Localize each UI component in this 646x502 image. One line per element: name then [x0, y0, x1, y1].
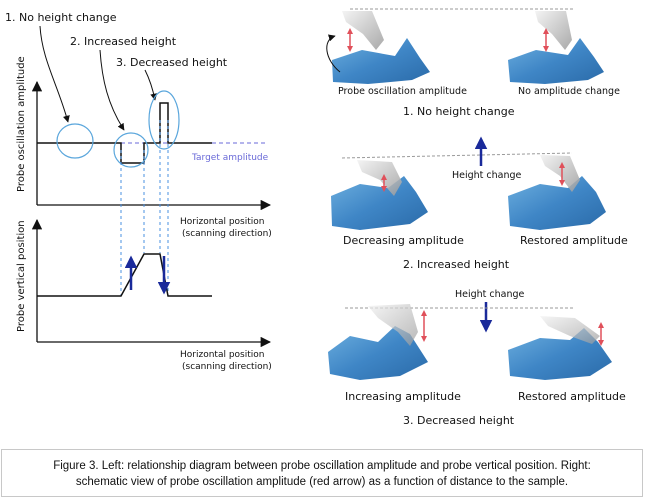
- ellipse-decreased-height: [148, 90, 180, 150]
- vertical-position-plot: Probe vertical position Horizontal posit…: [16, 218, 272, 372]
- figure-caption: Figure 3. Left: relationship diagram bet…: [8, 458, 636, 490]
- vertical-position-signal: [37, 253, 212, 297]
- caption-box: Figure 3. Left: relationship diagram bet…: [1, 449, 643, 497]
- position-x-label-line1: Horizontal position: [180, 350, 264, 360]
- callout-arrow-2: [99, 49, 125, 131]
- case-label-no-height-change: 1. No height change: [5, 11, 117, 24]
- callout-curve: [326, 34, 341, 73]
- probe-tip: [535, 11, 572, 50]
- probe-tip: [357, 160, 402, 196]
- probe-tip: [540, 316, 600, 344]
- panel2-height-change-label: Height change: [452, 170, 522, 181]
- panel3-height-change-label: Height change: [455, 289, 525, 300]
- amplitude-x-label-line2: (scanning direction): [182, 229, 272, 239]
- sample-surface: [508, 38, 604, 84]
- case-label-decreased-height: 3. Decreased height: [116, 56, 228, 69]
- sample-surface: [331, 176, 428, 230]
- sample-surface: [508, 176, 606, 230]
- panel1-right-label: No amplitude change: [518, 86, 620, 97]
- probe-tip: [342, 11, 384, 50]
- sample-surface: [328, 326, 428, 380]
- sample-surface: [332, 38, 430, 84]
- panel-no-height-change: Probe oscillation amplitude No amplitude…: [326, 8, 620, 118]
- position-x-label-line2: (scanning direction): [182, 362, 272, 372]
- panel1-left-label: Probe oscillation amplitude: [338, 86, 467, 97]
- callout-arrow-1: [39, 25, 70, 123]
- caption-line-2: schematic view of probe oscillation ampl…: [75, 476, 569, 488]
- panel-increased-height: Height change Decreasing amplitude Resto…: [331, 136, 628, 271]
- panel3-title: 3. Decreased height: [403, 414, 515, 427]
- panel-decreased-height: Height change Increasing amplitude Resto…: [328, 289, 626, 427]
- case-label-increased-height: 2. Increased height: [70, 35, 177, 48]
- callout-arrow-3: [144, 69, 158, 101]
- panel2-title: 2. Increased height: [403, 258, 510, 271]
- probe-tip: [368, 304, 418, 346]
- panel3-right-label: Restored amplitude: [518, 390, 626, 403]
- ellipse-no-height-change: [56, 123, 94, 159]
- amplitude-y-label: Probe oscillation amplitude: [16, 56, 27, 192]
- panel1-title: 1. No height change: [403, 105, 515, 118]
- probe-tip: [540, 155, 580, 192]
- panel2-right-label: Restored amplitude: [520, 234, 628, 247]
- amplitude-x-label-line1: Horizontal position: [180, 217, 264, 227]
- target-amplitude-label: Target amplitude: [191, 153, 269, 163]
- panel2-left-label: Decreasing amplitude: [343, 234, 464, 247]
- probe-reference-line: [341, 152, 573, 159]
- ellipse-increased-height: [113, 132, 149, 168]
- guide-lines: [120, 120, 169, 296]
- position-y-label: Probe vertical position: [16, 220, 27, 332]
- caption-line-1: Figure 3. Left: relationship diagram bet…: [53, 460, 591, 472]
- panel3-left-label: Increasing amplitude: [345, 390, 461, 403]
